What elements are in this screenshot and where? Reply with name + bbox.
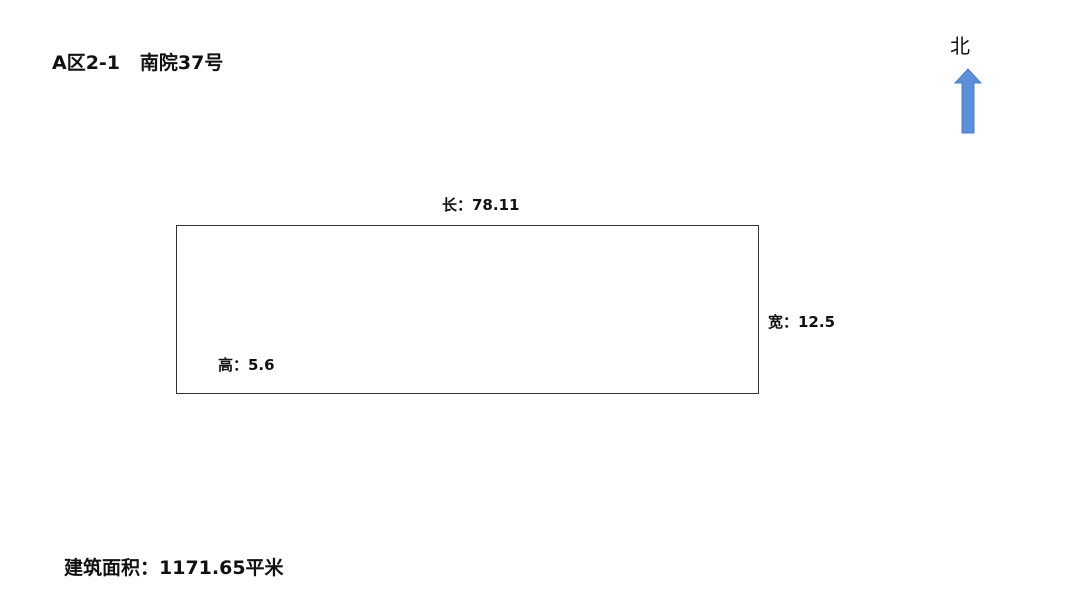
north-label: 北 (950, 34, 970, 58)
width-label: 宽：12.5 (768, 313, 836, 331)
building-area-label: 建筑面积：1171.65平米 (64, 557, 284, 579)
page-title: A区2-1 南院37号 (52, 52, 224, 74)
building-outline (176, 225, 759, 394)
height-label: 高：5.6 (218, 356, 275, 374)
length-label: 长：78.11 (442, 196, 520, 214)
north-arrow-icon (953, 68, 983, 138)
